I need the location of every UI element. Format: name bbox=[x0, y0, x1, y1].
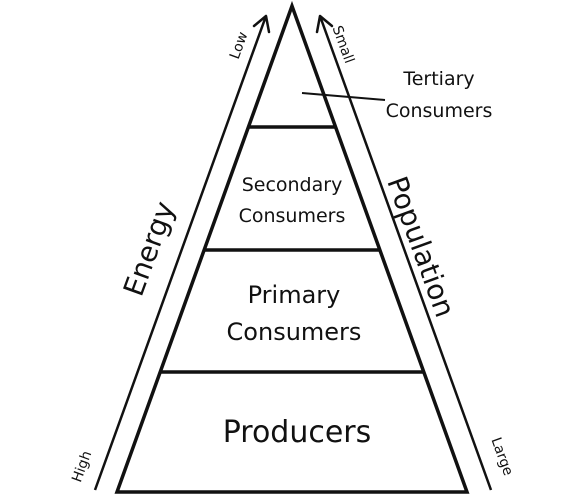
secondary-label-line1: Secondary bbox=[242, 174, 343, 196]
secondary-label-line2: Consumers bbox=[239, 205, 346, 227]
tertiary-callout-line bbox=[301, 92, 386, 101]
primary-label-line2: Consumers bbox=[227, 318, 362, 346]
energy-high-label: High bbox=[69, 449, 95, 485]
energy-arrow bbox=[93, 14, 271, 491]
energy-low-label: Low bbox=[227, 30, 251, 61]
population-large-label: Large bbox=[488, 435, 517, 477]
population-arrow bbox=[315, 14, 493, 491]
energy-label: Energy bbox=[117, 197, 182, 300]
tertiary-label-line2: Consumers bbox=[386, 100, 493, 122]
population-small-label: Small bbox=[329, 24, 357, 66]
tertiary-label-line1: Tertiary bbox=[402, 68, 474, 90]
primary-label-line1: Primary bbox=[248, 281, 341, 309]
producers-label: Producers bbox=[223, 415, 372, 450]
